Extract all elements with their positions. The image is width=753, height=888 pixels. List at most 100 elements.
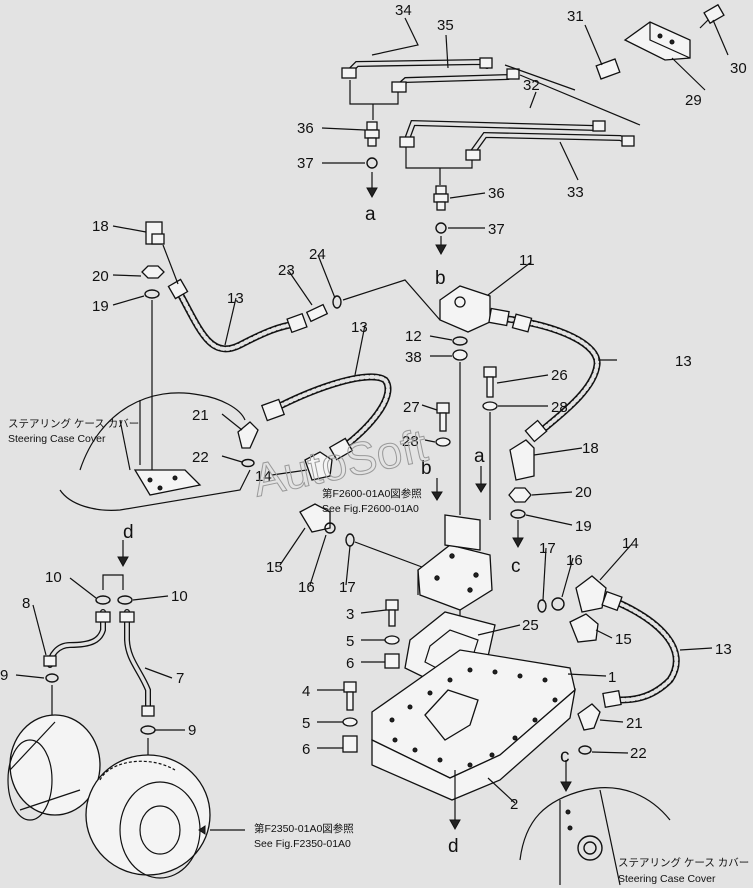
o-ring-22-left: [241, 458, 255, 468]
steering-case-cover-right: [519, 787, 671, 886]
connector-d-bottom: d: [448, 836, 459, 857]
bevel-gear-right: [85, 754, 211, 876]
callout-19-left: 19: [92, 298, 109, 315]
callout-30: 30: [730, 60, 747, 77]
washer-5-upper: [384, 635, 400, 645]
block-11: [439, 285, 491, 333]
callout-28-right: 28: [551, 399, 568, 416]
callout-11: 11: [519, 252, 535, 269]
pipe-nut: [479, 57, 493, 69]
nut-20-right: [508, 487, 532, 503]
callout-21-left: 21: [192, 407, 209, 424]
callout-21-right: 21: [626, 715, 643, 732]
callout-36-upper: 36: [297, 120, 314, 137]
callout-2: 2: [510, 796, 518, 813]
nut-20-left: [141, 265, 165, 279]
callout-18-right: 18: [582, 440, 599, 457]
fitting-31: [595, 58, 621, 80]
callout-33: 33: [567, 184, 584, 201]
callout-31: 31: [567, 8, 584, 25]
callout-22-left: 22: [192, 449, 209, 466]
steering-case-cover-left: [59, 392, 251, 511]
bolt-3: [385, 599, 399, 611]
callout-14-center: 14: [255, 468, 272, 485]
pipe-nut: [506, 68, 520, 80]
o-ring-12: [452, 336, 468, 346]
o-ring-19-right: [510, 509, 526, 519]
gasket-plate-2: [371, 688, 576, 801]
fitting-36-lower: [435, 185, 447, 195]
arrow-b-top: [435, 244, 447, 256]
connector-a-mid: a: [474, 446, 485, 467]
o-ring-19-left: [144, 289, 160, 299]
callout-17-right: 17: [539, 540, 556, 557]
connector-c-right: c: [511, 556, 521, 577]
callout-8: 8: [22, 595, 30, 612]
washer-28-left: [435, 437, 451, 447]
nut-16-right: [551, 597, 565, 611]
connector-d-left: d: [123, 522, 134, 543]
callout-18-left: 18: [92, 218, 109, 235]
callout-25: 25: [522, 617, 539, 634]
o-ring-9-left: [45, 673, 59, 683]
left-lower-assembly: [7, 540, 245, 879]
elbow-14-right: [575, 575, 607, 613]
nut-16-center: [324, 522, 336, 534]
callout-35: 35: [437, 17, 454, 34]
left-upper-hose-assembly: [141, 221, 441, 470]
callout-1: 1: [608, 669, 616, 686]
callout-19-right: 19: [575, 518, 592, 535]
callout-22-right: 22: [630, 745, 647, 762]
callout-34: 34: [395, 2, 412, 19]
connector-b-mid: b: [421, 458, 432, 479]
bolt-4: [343, 681, 357, 693]
callout-23: 23: [278, 262, 295, 279]
see-fig-f2350-en: See Fig.F2350-01A0: [254, 838, 351, 850]
callout-17-center: 17: [339, 579, 356, 596]
steering-cover-label-jp-bottom: ステアリング ケース カバー: [618, 856, 749, 869]
callout-13-right-lower: 13: [715, 641, 732, 658]
steering-cover-label-en-top: Steering Case Cover: [8, 433, 106, 445]
bolt-27: [436, 402, 450, 414]
callout-10-left: 10: [45, 569, 62, 586]
steering-cover-label-jp-top: ステアリング ケース カバー: [8, 417, 139, 430]
connector-c-bottom: c: [560, 746, 570, 767]
callout-5-lower: 5: [302, 715, 310, 732]
callout-3: 3: [346, 606, 354, 623]
adapter-23: [305, 303, 329, 323]
spacer-6-upper: [384, 653, 400, 669]
callout-15-center: 15: [266, 559, 283, 576]
connector-a-top: a: [365, 204, 376, 225]
valve-body: [417, 544, 493, 611]
callout-9-right: 9: [188, 722, 196, 739]
o-ring-37-lower: [435, 222, 447, 234]
o-ring-10-right: [117, 595, 133, 605]
bevel-gear-left: [9, 714, 101, 816]
callout-6-lower: 6: [302, 741, 310, 758]
fitting-30: [703, 3, 725, 25]
callout-32: 32: [523, 77, 540, 94]
callout-20-right: 20: [575, 484, 592, 501]
pipe-nut: [592, 120, 606, 132]
callout-37-upper: 37: [297, 155, 314, 172]
washer-5-lower: [342, 717, 358, 727]
callout-38: 38: [405, 349, 422, 366]
see-fig-f2600-en: See Fig.F2600-01A0: [322, 503, 419, 515]
o-ring-9-right: [140, 725, 156, 735]
callout-15-right: 15: [615, 631, 632, 648]
elbow-18-right: [509, 439, 535, 481]
see-fig-f2600-jp: 第F2600-01A0図参照: [322, 487, 422, 500]
callout-13-left: 13: [227, 290, 244, 307]
o-ring-17-right: [537, 599, 547, 613]
callout-27: 27: [403, 399, 420, 416]
connector-b-top: b: [435, 268, 446, 289]
callout-13-center: 13: [351, 319, 368, 336]
elbow-15-center: [299, 503, 331, 533]
arrow-a-top: [366, 187, 378, 199]
pipe-nut: [391, 81, 407, 93]
o-ring-22-right: [578, 745, 592, 755]
callout-24: 24: [309, 246, 326, 263]
pipe-nut: [621, 135, 635, 147]
o-ring-37-upper: [366, 157, 378, 169]
callout-numbers: 34 35 31 29 30 32 33 36 37 36 37 18 20 1…: [0, 2, 747, 813]
